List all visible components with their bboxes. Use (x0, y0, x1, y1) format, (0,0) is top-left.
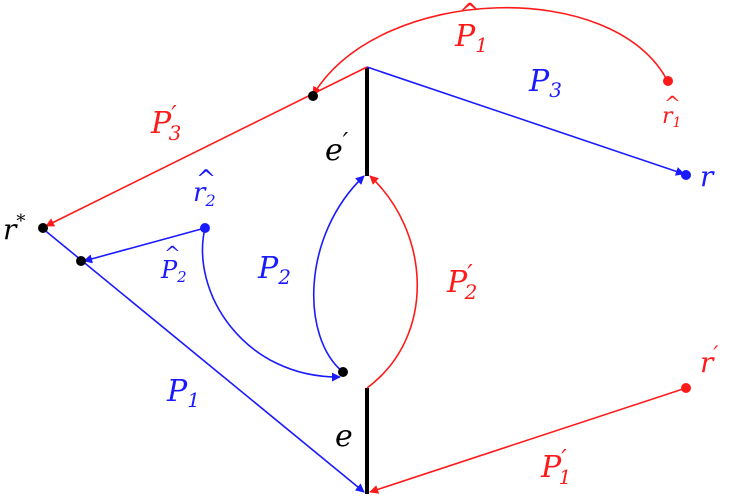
label-r: r (700, 160, 715, 193)
label-p2: P2 (257, 251, 291, 289)
label-p1-prime: P′1 (540, 445, 571, 489)
node-p2-start (338, 367, 348, 377)
label-r2-hat: r2 (193, 178, 216, 210)
label-p3-prime: P′3 (150, 101, 181, 145)
label-r1-hat-hat: ^ (664, 91, 681, 115)
label-e: e (335, 419, 353, 454)
label-r2-hat-hat: ^ (196, 165, 216, 193)
path-p3-line (366, 66, 685, 176)
node-p3prime-start (308, 91, 318, 101)
label-p1: P1 (166, 374, 200, 412)
label-e-prime: e′ (325, 128, 349, 168)
node-r-star (38, 223, 48, 233)
path-p1-line (41, 227, 365, 493)
label-p2-hat: P2 (160, 256, 187, 286)
label-p3: P3 (528, 64, 562, 102)
path-p2prime-curve (366, 175, 418, 389)
node-r-prime (681, 383, 691, 393)
node-p1-start (76, 256, 86, 266)
path-p2hat-curve (201, 227, 341, 382)
label-p2-prime: P′2 (446, 260, 477, 304)
label-r-star: r* (3, 211, 25, 246)
node-r (681, 170, 691, 180)
path-p2hat-top (83, 227, 206, 264)
label-p1-hat-hat: ^ (459, 0, 481, 29)
path-p1prime-line (369, 387, 687, 494)
label-p2-hat-hat: ^ (164, 241, 181, 265)
label-r1-hat: r1 (662, 104, 681, 131)
path-p1hat-curve (312, 7, 669, 96)
path-p2-curve (312, 175, 365, 373)
node-r2-hat (200, 223, 210, 233)
label-p1-hat: P1 (454, 19, 488, 57)
node-r1-hat (663, 76, 673, 86)
label-r-prime: r′ (700, 343, 718, 379)
